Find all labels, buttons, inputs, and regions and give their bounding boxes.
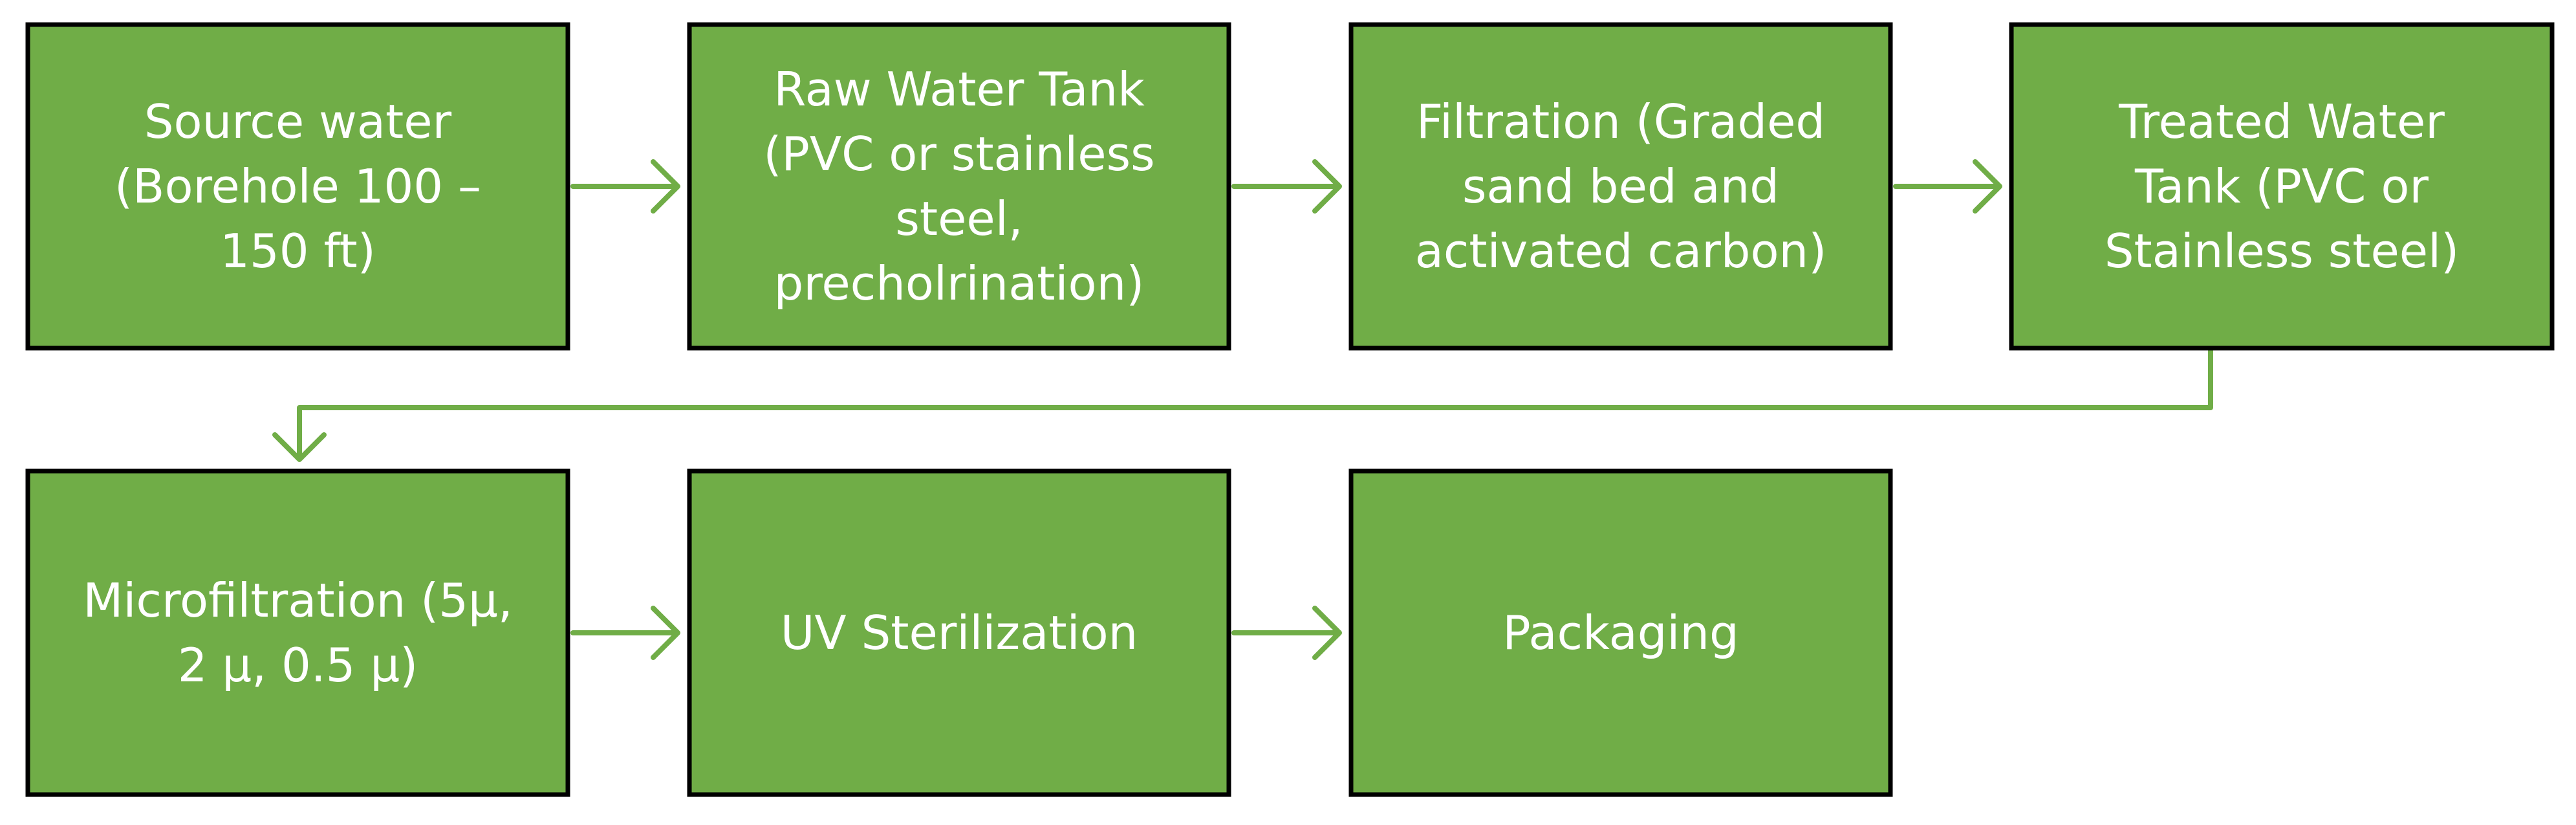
process-step-box — [1348, 22, 1893, 351]
process-step-label-line: Microfiltration (5μ, — [83, 573, 513, 628]
connectors — [272, 159, 2213, 660]
arrow-source-water-to-raw-water-tank — [570, 159, 680, 214]
arrow-filtration-to-treated-water-tank — [1893, 159, 2002, 214]
process-step-label-line: (PVC or stainless — [763, 127, 1154, 181]
process-step-label-line: Stainless steel) — [2105, 224, 2459, 278]
process-step-label-line: Treated Water — [2118, 94, 2445, 149]
process-step-filtration: Filtration (Graded sand bed and activated … — [1348, 22, 1893, 351]
process-step-source-water: Source water (Borehole 100 – 150 ft) — [25, 22, 570, 351]
process-step-box — [25, 22, 570, 351]
process-step-box — [687, 22, 1231, 351]
process-step-label-line: Filtration (Graded — [1416, 94, 1825, 149]
process-step-label-line: Packaging — [1502, 606, 1738, 660]
process-step-label-line: Raw Water Tank — [774, 62, 1145, 116]
process-step-label-line: Tank (PVC or — [2134, 159, 2429, 214]
process-step-raw-water-tank: Raw Water Tank (PVC or stainless steel, pre… — [687, 22, 1231, 351]
process-step-box — [25, 468, 570, 797]
process-steps: Source water (Borehole 100 – 150 ft) Raw Wa… — [25, 22, 2555, 797]
process-step-label-line: 2 μ, 0.5 μ) — [178, 638, 418, 692]
process-step-label-line: UV Sterilization — [781, 606, 1138, 660]
arrow-treated-water-tank-to-microfiltration — [272, 348, 2213, 462]
process-step-uv-sterilization: UV Sterilization — [687, 468, 1231, 797]
process-step-label-line: sand bed and — [1462, 159, 1779, 214]
process-step-microfiltration: Microfiltration (5μ, 2 μ, 0.5 μ) — [25, 468, 570, 797]
process-step-label-line: (Borehole 100 – — [114, 159, 481, 214]
process-step-box — [2009, 22, 2555, 351]
process-step-box — [1348, 468, 1893, 797]
process-step-packaging: Packaging — [1348, 468, 1893, 797]
process-step-label-line: 150 ft) — [220, 224, 376, 278]
arrow-raw-water-tank-to-filtration — [1231, 159, 1342, 214]
arrow-microfiltration-to-uv-sterilization — [570, 606, 680, 660]
arrow-uv-sterilization-to-packaging — [1231, 606, 1342, 660]
process-step-box — [687, 468, 1231, 797]
process-step-label-line: Source water — [144, 94, 452, 149]
process-step-label-line: steel, — [895, 192, 1023, 246]
process-step-label-line: activated carbon) — [1415, 224, 1827, 278]
process-step-label-line: precholrination) — [774, 256, 1145, 311]
